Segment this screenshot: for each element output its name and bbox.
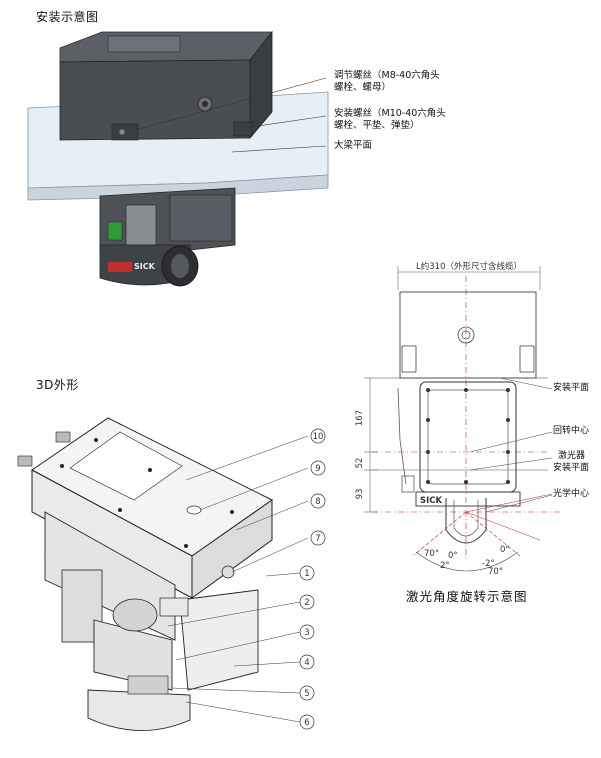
label-mount-plane: 安装平面 — [553, 383, 590, 393]
top-dimension: L约310（外形尺寸含线缆） — [416, 261, 522, 272]
callout-adjust-screw: 调节螺丝（M8-40六角头 螺栓、螺母） — [334, 70, 440, 93]
label-laser: 激光器 — [558, 451, 586, 461]
angle-right-0: 0° — [500, 545, 510, 555]
angle-left-2: 2° — [440, 561, 450, 571]
part-3-label: 3 — [304, 628, 309, 638]
angle-right-neg2: -2° — [482, 559, 495, 569]
install-brand: SICK — [134, 262, 155, 271]
angle-left-70: 70° — [424, 549, 439, 559]
part-7-label: 7 — [315, 534, 320, 544]
label-laser-mount-plane: 安装平面 — [553, 463, 590, 473]
part-9-label: 9 — [315, 464, 320, 474]
label-rotation-center: 回转中心 — [553, 426, 590, 436]
install-title: 安装示意图 — [36, 10, 99, 24]
rotation-brand: SICK — [420, 496, 443, 506]
view3d-illustration: 10 9 8 7 1 2 3 4 5 6 — [17, 417, 326, 731]
dim-167: 167 — [355, 410, 365, 426]
view3d-title: 3D外形 — [36, 378, 79, 392]
callout-mount-screw: 安装螺丝（M10-40六角头 螺栓、平垫、弹垫） — [334, 108, 446, 131]
part-2-label: 2 — [304, 598, 309, 608]
rotation-schematic: SICK 167 52 93 L约310（外形尺寸含线缆） 70° 0° 2° — [355, 261, 560, 577]
rotation-caption: 激光角度旋转示意图 — [406, 589, 528, 604]
part-4-label: 4 — [304, 658, 309, 668]
part-6-label: 6 — [304, 718, 309, 728]
part-8-label: 8 — [315, 497, 320, 507]
callout-beam-plane: 大梁平面 — [334, 140, 373, 151]
part-10-label: 10 — [313, 432, 324, 442]
label-optical-center: 光学中心 — [553, 489, 590, 499]
dim-93: 93 — [355, 489, 365, 500]
angle-left-0: 0° — [448, 551, 458, 561]
angle-right-70: 70° — [488, 567, 503, 577]
part-5-label: 5 — [304, 689, 309, 699]
dim-52: 52 — [355, 458, 365, 469]
install-illustration — [27, 30, 329, 287]
part-1-label: 1 — [304, 569, 309, 579]
